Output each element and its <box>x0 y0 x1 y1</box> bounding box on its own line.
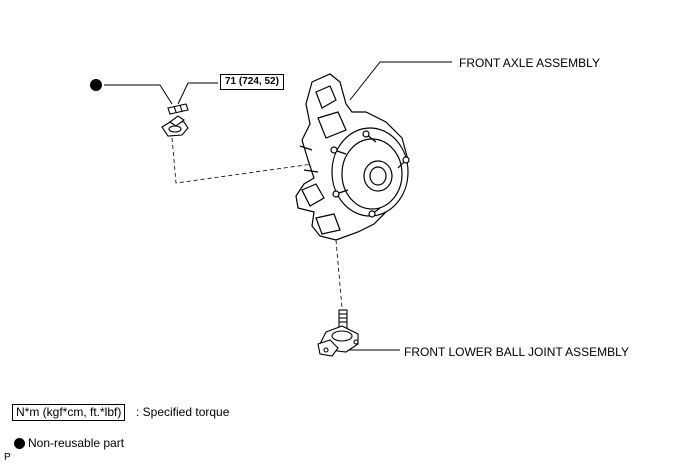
dashed-guide-lines <box>171 137 343 309</box>
torque-spec-box: 71 (724, 52) <box>220 74 284 90</box>
nut-bolt-part <box>161 103 189 137</box>
front-lower-ball-joint-label: FRONT LOWER BALL JOINT ASSEMBLY <box>404 345 629 359</box>
leader-lines <box>104 61 452 351</box>
front-axle-assembly-label: FRONT AXLE ASSEMBLY <box>459 56 600 70</box>
ball-joint-drawing <box>317 309 359 357</box>
front-axle-assembly-drawing <box>295 73 410 241</box>
torque-legend-box: N*m (kgf*cm, ft.*lbf) <box>12 404 126 421</box>
non-reusable-marker-icon <box>90 79 102 91</box>
non-reusable-legend-icon <box>14 438 25 449</box>
non-reusable-legend-text: Non-reusable part <box>28 436 125 450</box>
torque-legend-text: : Specified torque <box>136 405 230 419</box>
figure-code: P <box>4 452 11 463</box>
